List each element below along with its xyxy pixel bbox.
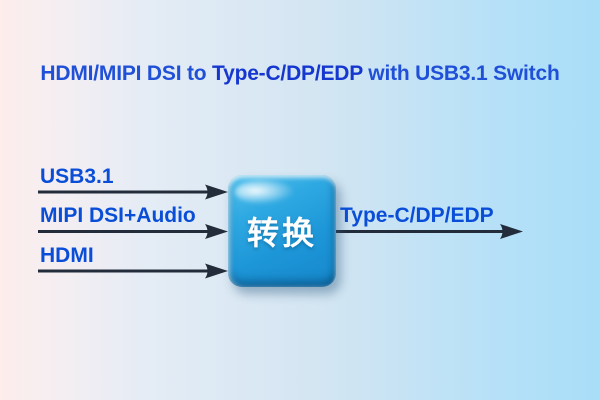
arrowhead-icon [205,184,228,200]
converter-box-label: 转换 [246,214,317,252]
arrowhead-icon [205,224,228,239]
page-title: HDMI/MIPI DSI to Type-C/DP/EDP with USB3… [0,62,600,86]
input-label-mipi-dsi-audio: MIPI DSI+Audio [40,204,196,227]
title-segment-strong: Type-C/DP/EDP [212,62,363,85]
title-segment-normal-1: HDMI/MIPI DSI to [40,62,213,85]
arrowhead-icon [500,224,523,239]
converter-box: 转换 [228,175,336,287]
input-label-usb3_1: USB3.1 [40,165,114,188]
input-label-hdmi: HDMI [40,244,94,267]
arrowhead-icon [205,263,228,279]
output-label-typec-dp-edp: Type-C/DP/EDP [340,204,494,227]
title-segment-normal-2: with USB3.1 Switch [362,62,560,85]
